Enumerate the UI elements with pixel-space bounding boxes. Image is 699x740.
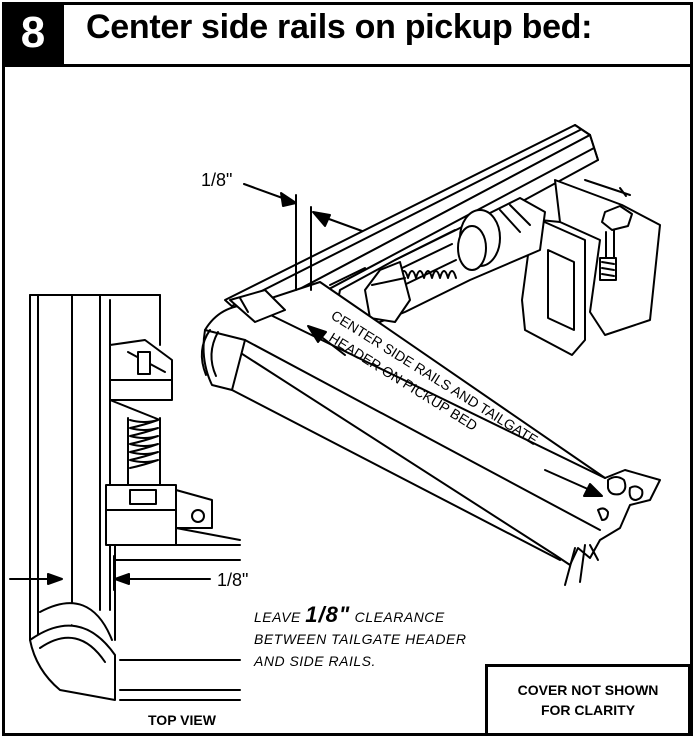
top-view-illustration [29, 294, 241, 701]
clearance-note-line1: LEAVE 1/8" CLEARANCE [254, 604, 466, 628]
centering-arrows [307, 325, 603, 497]
clamp-bracket-illustration [521, 179, 661, 356]
clearance-note-suffix: CLEARANCE [350, 609, 445, 625]
dimension-label-bottom: 1/8" [217, 570, 249, 590]
title-divider [2, 64, 693, 67]
clearance-note-prefix: LEAVE [254, 609, 306, 625]
top-view-label: TOP VIEW [148, 712, 216, 728]
clearance-note-line2: BETWEEN TAILGATE HEADER [254, 631, 467, 647]
clearance-note-line3: AND SIDE RAILS. [254, 653, 376, 669]
clearance-note-value: 1/8" [305, 602, 351, 627]
cover-box-line1: COVER NOT SHOWN [517, 682, 659, 698]
step-number: 8 [2, 2, 64, 64]
cover-box-line2: FOR CLARITY [540, 702, 636, 718]
clearance-dimension-top [243, 183, 363, 291]
clearance-note: LEAVE 1/8" CLEARANCE BETWEEN TAILGATE HE… [254, 604, 466, 672]
tailgate-header-illustration [200, 281, 661, 586]
clearance-dimension-bottom [9, 555, 211, 591]
title-bar: Center side rails on pickup bed: [64, 2, 693, 64]
step-title: Center side rails on pickup bed: [86, 8, 593, 46]
cover-not-shown-box: COVER NOT SHOWN FOR CLARITY [485, 664, 691, 736]
dimension-label-top: 1/8" [201, 170, 233, 190]
